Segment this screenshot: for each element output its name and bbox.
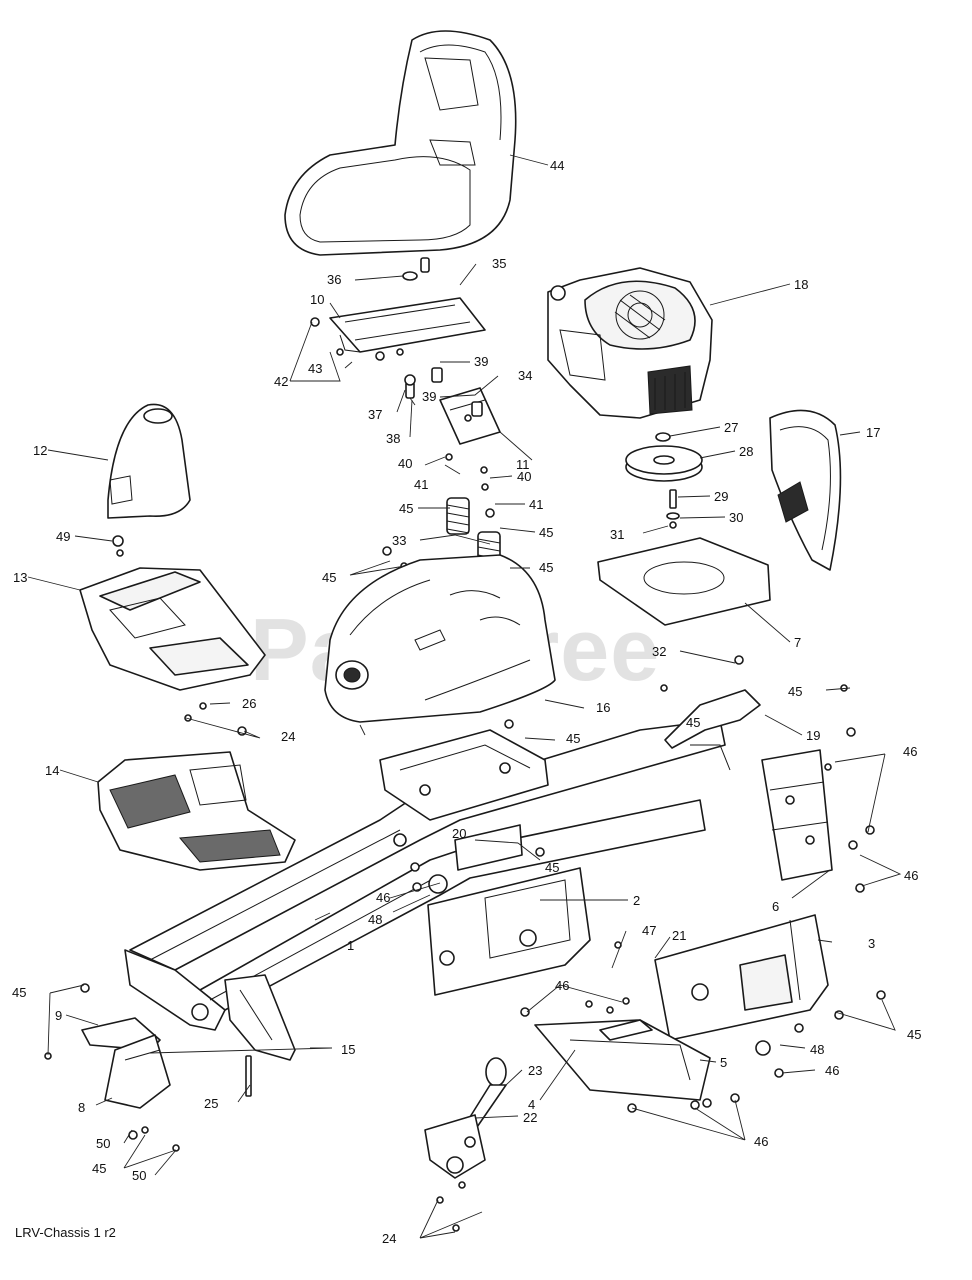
callout-41b: 41 xyxy=(529,497,543,512)
callout-16: 16 xyxy=(596,700,610,715)
callout-labels: 44 18 35 36 10 42 43 39 34 39 37 38 40 1… xyxy=(12,158,921,1246)
callout-14: 14 xyxy=(45,763,59,778)
callout-40b: 40 xyxy=(517,469,531,484)
callout-46e: 46 xyxy=(825,1063,839,1078)
callout-45k: 45 xyxy=(92,1161,106,1176)
callout-41a: 41 xyxy=(414,477,428,492)
engine-part xyxy=(547,267,713,419)
callout-45d: 45 xyxy=(539,560,553,575)
callout-35: 35 xyxy=(492,256,506,271)
callout-27: 27 xyxy=(724,420,738,435)
callout-45f: 45 xyxy=(686,715,700,730)
callout-45i: 45 xyxy=(12,985,26,1000)
callout-50b: 50 xyxy=(132,1168,146,1183)
side-plate-right-part xyxy=(654,914,829,1041)
callout-28: 28 xyxy=(739,444,753,459)
engine-plate-part xyxy=(597,537,771,626)
callout-30: 30 xyxy=(729,510,743,525)
bracket-6-part xyxy=(761,749,833,881)
callout-7: 7 xyxy=(794,635,801,650)
front-bracket-part xyxy=(81,974,296,1109)
leader-lines xyxy=(27,154,902,1239)
dashboard-part xyxy=(79,567,266,691)
callout-4: 4 xyxy=(528,1097,535,1112)
frame-bracket-part xyxy=(379,729,549,821)
callout-6: 6 xyxy=(772,899,779,914)
shift-lever-part xyxy=(424,1057,507,1179)
misc-hardware-part xyxy=(44,535,886,1232)
callout-15: 15 xyxy=(341,1042,355,1057)
callout-46c: 46 xyxy=(376,890,390,905)
callout-9: 9 xyxy=(55,1008,62,1023)
callout-45j: 45 xyxy=(907,1027,921,1042)
callout-25: 25 xyxy=(204,1096,218,1111)
callout-45h: 45 xyxy=(545,860,559,875)
callout-8: 8 xyxy=(78,1100,85,1115)
callout-24b: 24 xyxy=(382,1231,396,1246)
callout-20: 20 xyxy=(452,826,466,841)
callout-11: 11 xyxy=(516,457,530,472)
pedal-bracket-part xyxy=(534,1019,711,1101)
callout-1: 1 xyxy=(347,938,354,953)
callout-45g: 45 xyxy=(566,731,580,746)
seat-part xyxy=(284,30,517,256)
callout-13: 13 xyxy=(13,570,27,585)
callout-50a: 50 xyxy=(96,1136,110,1151)
callout-10: 10 xyxy=(310,292,324,307)
callout-48b: 48 xyxy=(810,1042,824,1057)
callout-17: 17 xyxy=(866,425,880,440)
callout-26: 26 xyxy=(242,696,256,711)
rear-guard-part xyxy=(769,409,842,571)
steering-cover-part xyxy=(107,403,191,519)
callout-29: 29 xyxy=(714,489,728,504)
callout-45c: 45 xyxy=(322,570,336,585)
callout-47: 47 xyxy=(642,923,656,938)
callout-49: 49 xyxy=(56,529,70,544)
pulley-part xyxy=(625,432,703,529)
callout-44: 44 xyxy=(550,158,564,173)
callout-46f: 46 xyxy=(754,1134,768,1149)
callout-24a: 24 xyxy=(281,729,295,744)
callout-34: 34 xyxy=(518,368,532,383)
callout-42: 42 xyxy=(274,374,288,389)
callout-23: 23 xyxy=(528,1063,542,1078)
callout-36: 36 xyxy=(327,272,341,287)
diagram-footer-label: LRV-Chassis 1 r2 xyxy=(15,1225,116,1240)
callout-45e: 45 xyxy=(788,684,802,699)
callout-46a: 46 xyxy=(903,744,917,759)
callout-39b: 39 xyxy=(422,389,436,404)
main-frame-part xyxy=(124,719,726,1031)
callout-22: 22 xyxy=(523,1110,537,1125)
bracket-20-part xyxy=(454,824,523,871)
callout-18: 18 xyxy=(794,277,808,292)
callout-38: 38 xyxy=(386,431,400,446)
callout-32: 32 xyxy=(652,644,666,659)
callout-46d: 46 xyxy=(555,978,569,993)
callout-37: 37 xyxy=(368,407,382,422)
callout-19: 19 xyxy=(806,728,820,743)
seat-pan-part xyxy=(329,297,486,361)
callout-45b: 45 xyxy=(539,525,553,540)
callout-39a: 39 xyxy=(474,354,488,369)
callout-48a: 48 xyxy=(368,912,382,927)
callout-40a: 40 xyxy=(398,456,412,471)
callout-12: 12 xyxy=(33,443,47,458)
foot-tray-part xyxy=(97,751,296,871)
callout-33: 33 xyxy=(392,533,406,548)
callout-5: 5 xyxy=(720,1055,727,1070)
callout-2: 2 xyxy=(633,893,640,908)
callout-43: 43 xyxy=(308,361,322,376)
hood-part xyxy=(324,554,556,723)
callout-46b: 46 xyxy=(904,868,918,883)
lever-19-part xyxy=(664,689,761,771)
callout-21: 21 xyxy=(672,928,686,943)
callout-3: 3 xyxy=(868,936,875,951)
callout-45a: 45 xyxy=(399,501,413,516)
springs-part xyxy=(431,367,501,569)
callout-31: 31 xyxy=(610,527,624,542)
